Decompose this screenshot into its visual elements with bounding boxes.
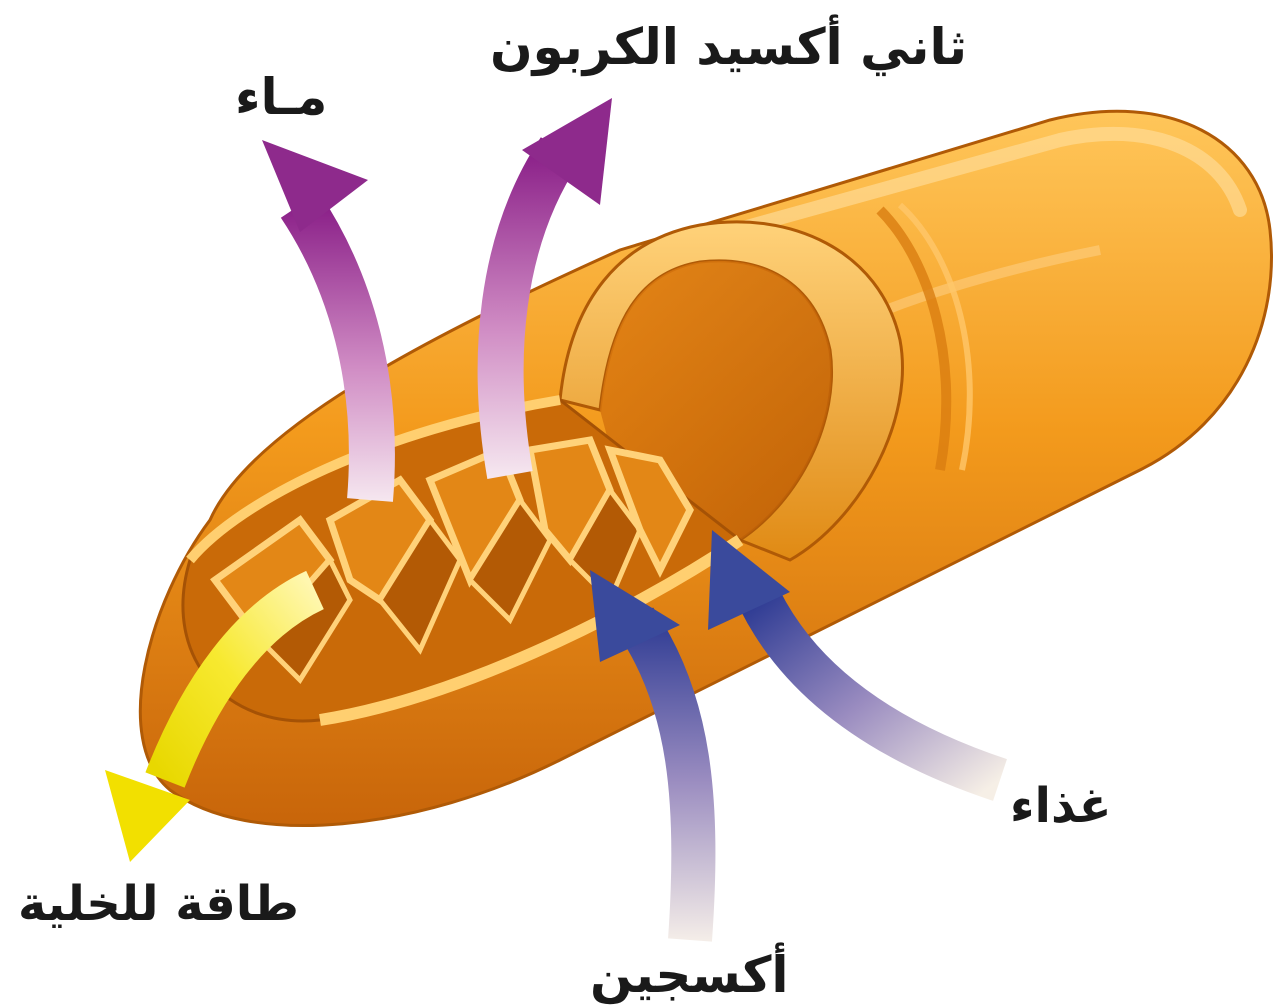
oxygen-input-arrow — [590, 570, 693, 940]
oxygen-label: أكسجين — [590, 950, 789, 1000]
food-label: غذاء — [1010, 782, 1112, 830]
energy-label: طاقة للخلية — [18, 880, 299, 928]
water-label: مـاء — [235, 72, 327, 122]
carbon-dioxide-label: ثاني أكسيد الكربون — [490, 22, 967, 72]
